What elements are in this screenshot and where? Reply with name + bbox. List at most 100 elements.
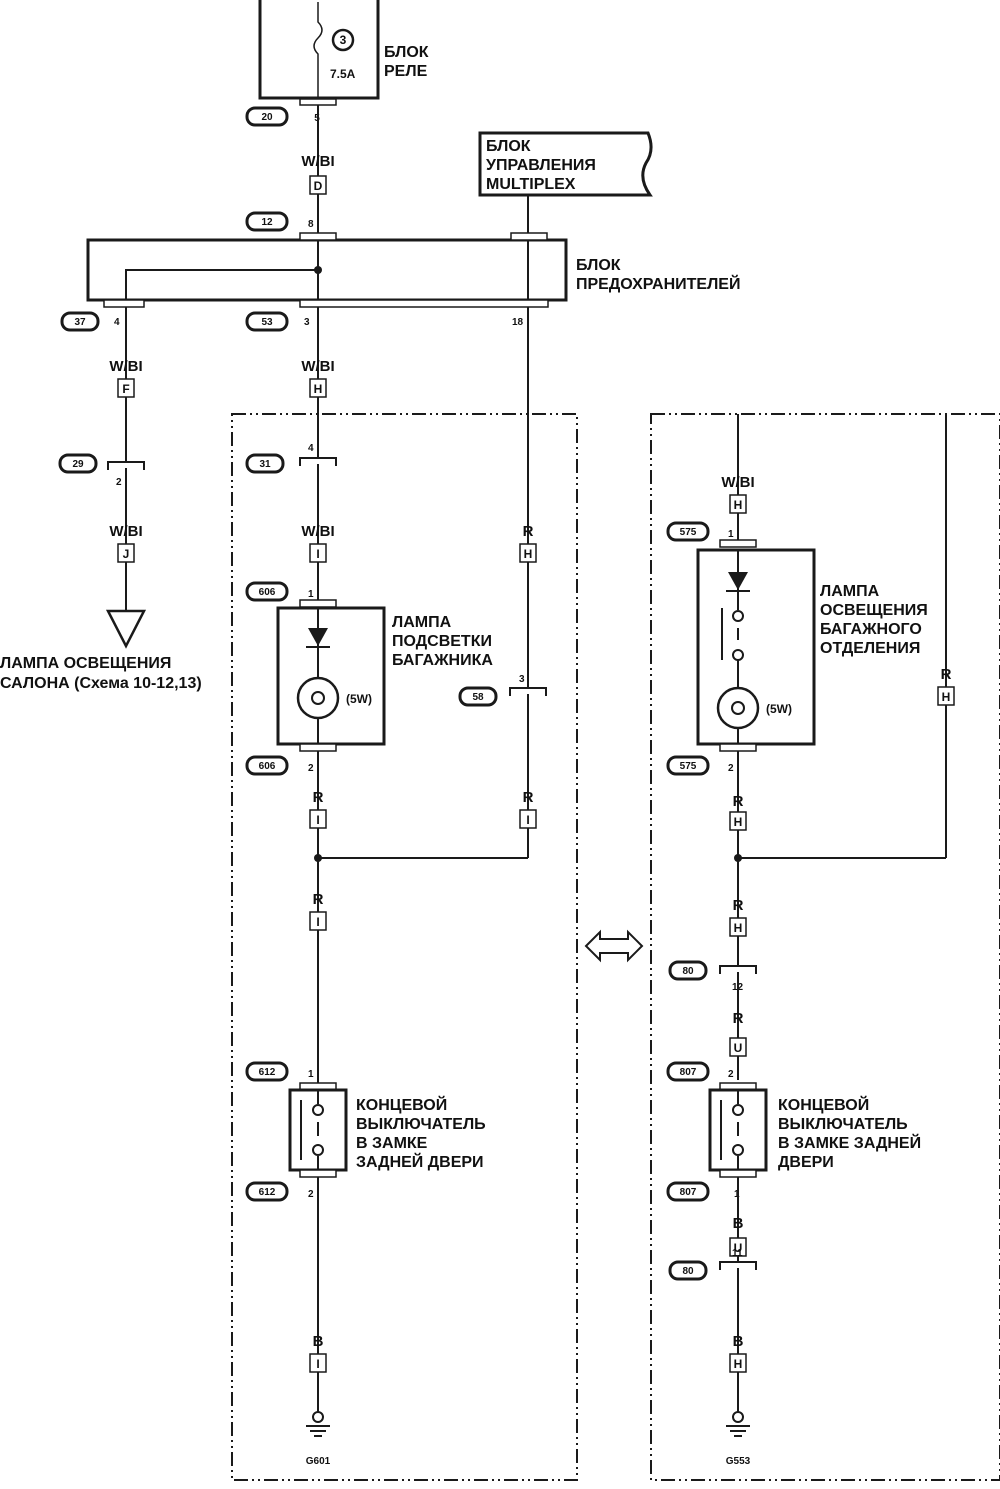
lamp-label-2: ПОДСВЕТКИ — [392, 633, 492, 650]
left-panel: W/BI H 31 4 W/BI I 606 1 (5W) ЛАМПА ПОДС… — [245, 307, 547, 1467]
wire-color: W/BI — [301, 153, 334, 170]
ground-id: G553 — [726, 1456, 751, 1467]
switch-label-1: КОНЦЕВОЙ — [356, 1095, 447, 1114]
pin-number: 11 — [732, 1248, 743, 1259]
pin-number: 3 — [304, 317, 310, 328]
route-letter: H — [734, 1357, 743, 1371]
pin-number: 8 — [308, 219, 314, 230]
interior-lamp-label-1: ЛАМПА ОСВЕЩЕНИЯ — [0, 655, 171, 672]
ground-id: G601 — [306, 1456, 331, 1467]
route-letter: I — [316, 1357, 319, 1371]
pin-number: 2 — [308, 1189, 314, 1200]
connector-id: 37 — [74, 317, 86, 328]
interior-lamp-label-2: САЛОНА (Схема 10-12,13) — [0, 675, 202, 692]
route-letter: H — [734, 815, 743, 829]
connector-badge — [60, 311, 100, 332]
pin-number: 4 — [114, 317, 120, 328]
variant-frame-right — [650, 413, 1000, 1481]
route-letter: H — [734, 921, 743, 935]
route-letter: I — [316, 813, 319, 827]
bulb-icon — [716, 686, 760, 730]
pin-number: 2 — [728, 1069, 734, 1080]
pin-number: 3 — [519, 674, 525, 685]
switch-label-4: ЗАДНЕЙ ДВЕРИ — [356, 1152, 484, 1171]
multiplex-title-2: УПРАВЛЕНИЯ — [486, 157, 596, 174]
wire-color: W/BI — [109, 358, 142, 375]
connector-id: 29 — [72, 459, 84, 470]
connector-id: 31 — [259, 459, 271, 470]
route-letter: I — [526, 813, 529, 827]
connector-id: 606 — [259, 761, 276, 772]
destination-arrow-icon — [105, 609, 147, 649]
wire-color: B — [733, 1215, 744, 1232]
pin-number: 2 — [308, 763, 314, 774]
multiplex-title-3: MULTIPLEX — [486, 176, 576, 193]
pin-number: 4 — [308, 443, 314, 454]
wire-color: R — [733, 793, 744, 810]
connector-id: 80 — [682, 966, 694, 977]
connector-id: 80 — [682, 1266, 694, 1277]
connector-id: 575 — [680, 527, 697, 538]
switch-label-3: В ЗАМКЕ — [356, 1135, 428, 1152]
alternative-arrow-icon — [584, 929, 644, 963]
switch-label-3: В ЗАМКЕ ЗАДНЕЙ — [778, 1133, 921, 1152]
connector-id: 612 — [259, 1067, 276, 1078]
fuse-number: 3 — [340, 33, 347, 47]
connector-id: 606 — [259, 587, 276, 598]
pin-number: 2 — [728, 763, 734, 774]
connector-badge — [245, 211, 289, 232]
wire-color: R — [733, 1010, 744, 1027]
bulb-icon — [296, 676, 340, 720]
wire-color: W/BI — [301, 523, 334, 540]
route-letter: H — [734, 498, 743, 512]
wire-color: W/BI — [301, 358, 334, 375]
wire-color: R — [523, 523, 534, 540]
connector-id: 612 — [259, 1187, 276, 1198]
pin-number: 1 — [308, 1069, 314, 1080]
pin-number: 1 — [308, 589, 314, 600]
multiplex-block: БЛОК УПРАВЛЕНИЯ MULTIPLEX — [478, 131, 653, 236]
route-letter: F — [122, 382, 129, 396]
switch-label-1: КОНЦЕВОЙ — [778, 1095, 869, 1114]
trunk-light-lamp — [276, 606, 386, 746]
route-letter: U — [734, 1241, 743, 1255]
lamp-label-1: ЛАМПА — [820, 583, 880, 600]
route-box — [309, 175, 327, 195]
wire-color: R — [523, 789, 534, 806]
wire-color: R — [313, 789, 324, 806]
connector-id: 20 — [261, 112, 273, 123]
connector-id: 807 — [680, 1187, 697, 1198]
relay-block-title-2: РЕЛЕ — [384, 63, 428, 80]
variant-frame-left — [231, 413, 578, 1481]
lamp-label-3: БАГАЖНОГО — [820, 621, 922, 638]
fuse-box-title-1: БЛОК — [576, 257, 621, 274]
wire-color: W/BI — [109, 523, 142, 540]
multiplex-title-1: БЛОК — [486, 138, 531, 155]
diode-icon — [308, 628, 328, 646]
route-letter: J — [123, 547, 130, 561]
route-letter: I — [316, 547, 319, 561]
switch-label-2: ВЫКЛЮЧАТЕЛЬ — [778, 1116, 908, 1133]
route-letter: H — [942, 690, 951, 704]
ground-icon — [726, 1411, 750, 1437]
relay-block: 3 7.5A БЛОК РЕЛЕ — [258, 0, 429, 100]
pin-number: 2 — [116, 477, 122, 488]
wire-color: B — [313, 1333, 324, 1350]
fuse-box-title-2: ПРЕДОХРАНИТЕЛЕЙ — [576, 274, 740, 293]
lamp-label-4: ОТДЕЛЕНИЯ — [820, 640, 920, 657]
route-letter: I — [316, 915, 319, 929]
route-letter: H — [314, 382, 323, 396]
switch-label-2: ВЫКЛЮЧАТЕЛЬ — [356, 1116, 486, 1133]
wire-color: R — [313, 891, 324, 908]
relay-block-title-1: БЛОК — [384, 44, 429, 61]
terminal — [299, 98, 337, 106]
lamp-label-1: ЛАМПА — [392, 614, 452, 631]
connector-id: 575 — [680, 761, 697, 772]
lamp-power: (5W) — [346, 692, 372, 706]
connector-id: 12 — [261, 217, 273, 228]
ground-icon — [306, 1411, 330, 1437]
route-letter: U — [734, 1041, 743, 1055]
connector-id: 58 — [472, 692, 484, 703]
lamp-label-3: БАГАЖНИКА — [392, 652, 493, 669]
